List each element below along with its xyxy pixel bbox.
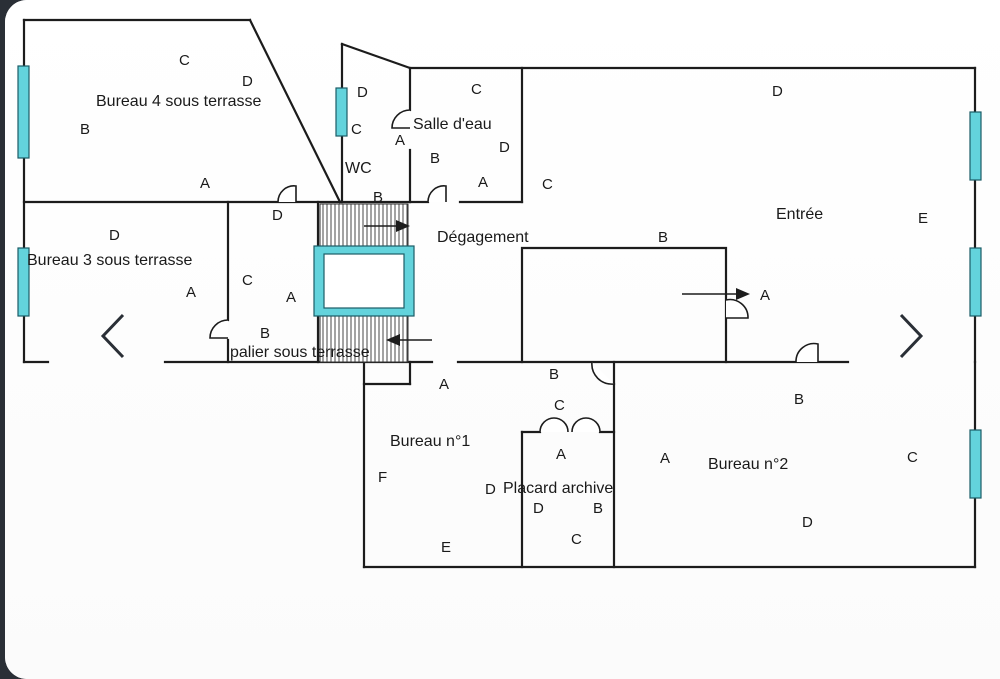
next-image-button[interactable] xyxy=(891,306,931,366)
wall-letter: D xyxy=(357,84,368,101)
inner-room-walls xyxy=(520,246,728,364)
wall-letter: A xyxy=(439,376,449,393)
wall-letter: A xyxy=(186,284,196,301)
wall-letter: D xyxy=(499,139,510,156)
chevron-right-icon xyxy=(899,313,924,359)
wall-letter: B xyxy=(658,229,668,246)
wall-letter: C xyxy=(571,531,582,548)
room-label-bureau-2: Bureau n°2 xyxy=(708,456,788,473)
wall-letter: D xyxy=(802,514,813,531)
room-label-bureau-4: Bureau 4 sous terrasse xyxy=(96,93,262,110)
wall-letter: B xyxy=(549,366,559,383)
wall-letter: E xyxy=(441,539,451,556)
wall-letter: B xyxy=(260,325,270,342)
wall-letter: A xyxy=(395,132,405,149)
wall-letter: B xyxy=(794,391,804,408)
direction-arrows xyxy=(364,220,750,346)
wall-letter: C xyxy=(351,121,362,138)
wall-letter: C xyxy=(242,272,253,289)
room-label-palier: palier sous terrasse xyxy=(230,344,370,361)
doors xyxy=(209,109,819,433)
room-label-salle-eau: Salle d'eau xyxy=(413,116,492,133)
wall-letter: F xyxy=(378,469,387,486)
wall-letter: A xyxy=(760,287,770,304)
wall-letter: A xyxy=(286,289,296,306)
wall-letter: A xyxy=(478,174,488,191)
wall-letter: C xyxy=(554,397,565,414)
room-label-bureau-1: Bureau n°1 xyxy=(390,433,470,450)
room-label-degagement: Dégagement xyxy=(437,229,529,246)
room-label-entree: Entrée xyxy=(776,206,823,223)
previous-image-button[interactable] xyxy=(93,306,133,366)
wall-letter: A xyxy=(556,446,566,463)
wall-letter: B xyxy=(80,121,90,138)
wall-letter: C xyxy=(471,81,482,98)
wall-letter: B xyxy=(430,150,440,167)
wall-letter: C xyxy=(179,52,190,69)
room-label-bureau-3: Bureau 3 sous terrasse xyxy=(27,252,193,269)
wall-letter: D xyxy=(109,227,120,244)
wall-letter: D xyxy=(772,83,783,100)
wall-letter: D xyxy=(533,500,544,517)
salle-eau-walls xyxy=(408,66,977,204)
wall-letter: B xyxy=(593,500,603,517)
wall-letter: A xyxy=(660,450,670,467)
wall-letter: C xyxy=(907,449,918,466)
image-viewer: Bureau 4 sous terrasse Bureau 3 sous ter… xyxy=(5,0,1000,679)
wall-letters: C D B A D A D C A B D C A B C B D A C B … xyxy=(80,52,928,556)
bureau-4-walls xyxy=(22,18,342,204)
chevron-left-icon xyxy=(100,313,125,359)
lower-walls xyxy=(362,360,977,569)
wall-letter: D xyxy=(242,73,253,90)
wall-letter: D xyxy=(485,481,496,498)
wall-letter: B xyxy=(373,189,383,206)
windows xyxy=(17,65,982,499)
room-label-wc: WC xyxy=(345,160,372,177)
room-label-placard: Placard archive xyxy=(503,480,613,497)
wall-letter: A xyxy=(200,175,210,192)
wall-letter: E xyxy=(918,210,928,227)
wall-letter: C xyxy=(542,176,553,193)
floor-plan: Bureau 4 sous terrasse Bureau 3 sous ter… xyxy=(17,18,982,569)
wall-letter: D xyxy=(272,207,283,224)
